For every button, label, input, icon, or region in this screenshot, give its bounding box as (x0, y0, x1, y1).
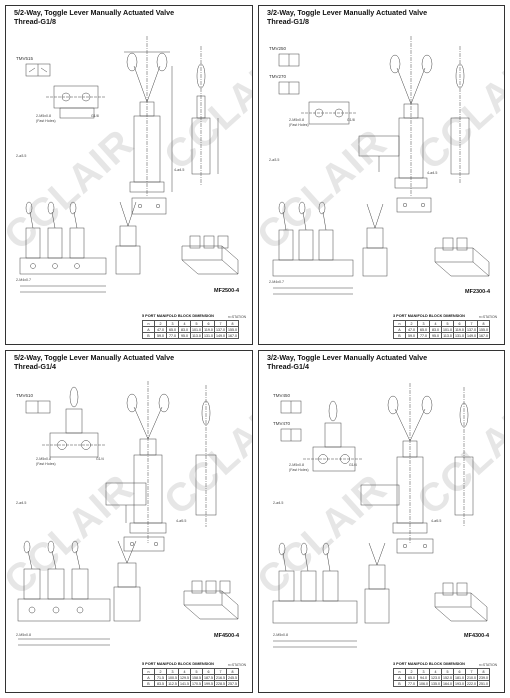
title-line-2: Thread-G1/8 (267, 16, 309, 26)
model-code: TMV470 (273, 421, 291, 426)
table-caption: 3 PORT MANIFOLD BLOCK DIMENSION (393, 314, 465, 318)
panel-3-2-g14: CCLAIR CCLAIR 3/2-Way, Toggle Lever Manu… (258, 350, 505, 693)
title-line-1: 5/2-Way, Toggle Lever Manually Actuated … (14, 8, 175, 17)
dim-note: (Fast Holes) (36, 462, 56, 466)
technical-drawing (272, 36, 490, 295)
dim-note: 4-ø5.5 (431, 519, 442, 523)
manifold-model: MF4500-4 (214, 633, 240, 639)
dim-note: 2-M5x0.8 (36, 457, 51, 461)
manifold-model: MF2300-4 (465, 289, 491, 295)
model-code: TMV450 (273, 393, 291, 398)
table-caption: 5 PORT MANIFOLD BLOCK DIMENSION (142, 314, 214, 318)
panel-5-2-g14: CCLAIR CCLAIR 5/2-Way, Toggle Lever Manu… (5, 350, 253, 693)
manifold-model: MF2500-4 (214, 288, 240, 294)
dim-note: 4-ø4.5 (174, 168, 185, 172)
dim-note: G1/4 (96, 457, 104, 461)
model-code: TMV610 (16, 393, 34, 398)
dim-note: 2-M5x0.8 (289, 118, 304, 122)
panel-5-2-g18: CCLAIR CCLAIR 5/2-Way, Toggle Lever Manu… (5, 5, 253, 345)
dim-note: 4-ø4.5 (427, 171, 438, 175)
table-caption: 3 PORT MANIFOLD BLOCK DIMENSION (393, 662, 465, 666)
table-station-label: n=STATION (479, 663, 498, 667)
model-code: TMV270 (269, 74, 287, 79)
dim-note: 4-ø5.5 (176, 519, 187, 523)
dim-note: (Fast Holes) (289, 468, 309, 472)
dim-note: G1/8 (347, 118, 355, 122)
title-line-2: Thread-G1/4 (14, 361, 56, 371)
panel-title: 3/2-Way, Toggle Lever Manually Actuated … (267, 8, 428, 26)
table-station-label: n=STATION (479, 315, 498, 319)
model-code: TMV250 (269, 46, 287, 51)
dim-note: G1/4 (349, 463, 357, 467)
title-line-2: Thread-G1/8 (14, 16, 56, 26)
technical-drawing (17, 381, 239, 646)
title-line-2: Thread-G1/4 (267, 361, 309, 371)
panel-title: 5/2-Way, Toggle Lever Manually Actuated … (14, 353, 175, 371)
table-station-label: n=STATION (228, 315, 247, 319)
dim-note: 2-ø4.5 (273, 501, 284, 505)
table-caption: 5 PORT MANIFOLD BLOCK DIMENSION (142, 662, 214, 666)
panel-title: 5/2-Way, Toggle Lever Manually Actuated … (14, 8, 175, 26)
panel-3-2-g18: CCLAIR CCLAIR 3/2-Way, Toggle Lever Manu… (258, 5, 505, 345)
dim-note: 2-M4x0.7 (269, 280, 284, 284)
dim-note: 2-M5x0.8 (289, 463, 304, 467)
technical-drawing (19, 36, 239, 293)
model-code: TMV515 (16, 56, 34, 61)
dim-note: 2-ø3.5 (16, 154, 27, 158)
panel-title: 3/2-Way, Toggle Lever Manually Actuated … (267, 353, 428, 371)
title-line-1: 5/2-Way, Toggle Lever Manually Actuated … (14, 353, 175, 362)
title-line-1: 3/2-Way, Toggle Lever Manually Actuated … (267, 8, 428, 17)
dim-note: 2-M4x0.7 (16, 278, 31, 282)
dim-note: G1/8 (91, 114, 99, 118)
technical-drawing (272, 383, 488, 648)
dim-note: 2-M5x0.8 (36, 114, 51, 118)
dim-note: 2-ø4.5 (16, 501, 27, 505)
dim-note: 2-M5x0.8 (16, 633, 31, 637)
title-line-1: 3/2-Way, Toggle Lever Manually Actuated … (267, 353, 428, 362)
dim-note: (Fast Holes) (36, 119, 56, 123)
dim-note: (Fast Holes) (289, 123, 309, 127)
dim-note: 2-M5x0.8 (273, 633, 288, 637)
table-station-label: n=STATION (228, 663, 247, 667)
dim-note: 2-ø3.5 (269, 158, 280, 162)
manifold-model: MF4300-4 (464, 633, 490, 639)
